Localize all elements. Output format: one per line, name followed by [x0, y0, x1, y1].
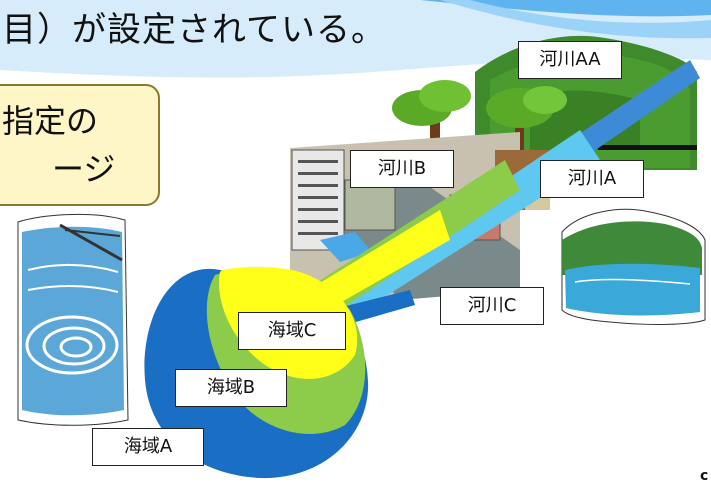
tree-illustration: [392, 80, 567, 160]
page-title: 目）が設定されている。: [2, 10, 386, 50]
label-river-a: 河川A: [540, 160, 644, 198]
label-river-b: 河川B: [350, 150, 454, 188]
label-sea-a: 海域A: [92, 428, 204, 466]
label-sea-c: 海域C: [238, 312, 346, 350]
label-sea-b: 海域B: [175, 369, 287, 407]
river-band: [290, 60, 700, 340]
callout-line-2: ージ: [52, 150, 116, 188]
callout-box: 指定の ージ: [0, 84, 160, 206]
lake-illustration: [561, 208, 706, 325]
callout-line-1: 指定の: [2, 102, 99, 140]
label-river-aa: 河川AA: [518, 41, 622, 79]
label-river-c: 河川C: [440, 287, 544, 325]
whirlpool-illustration: [17, 213, 129, 426]
corner-text: c: [700, 468, 709, 484]
